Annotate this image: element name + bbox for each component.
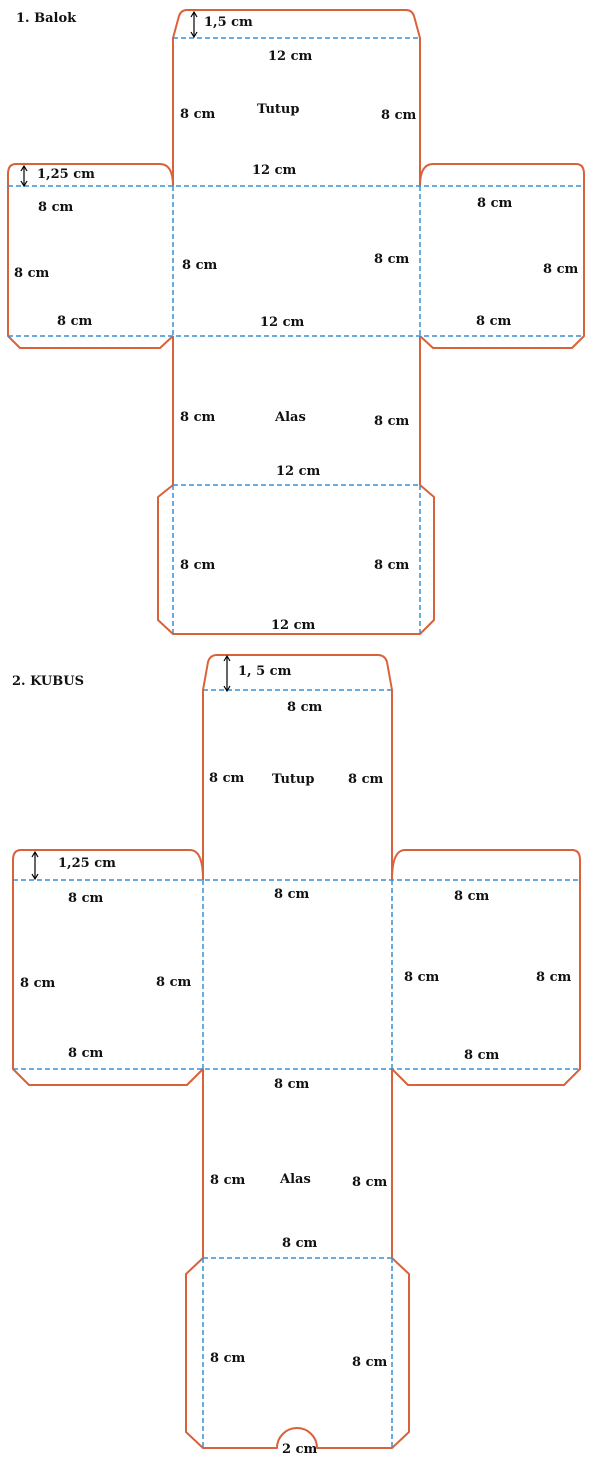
kubus-flap-side-label: 1,25 cm <box>58 856 116 871</box>
balok-right-bottom-width: 8 cm <box>476 314 511 329</box>
balok-cut-lines <box>7 9 585 635</box>
kubus-net: 2. KUBUS 1, 5 cm 8 <box>12 654 581 1457</box>
kubus-back-left-height: 8 cm <box>210 1351 245 1366</box>
kubus-notch-label: 2 cm <box>282 1442 317 1457</box>
kubus-alas-right-height: 8 cm <box>352 1175 387 1190</box>
kubus-left-inner-height: 8 cm <box>156 975 191 990</box>
balok-back-bottom-width: 12 cm <box>271 618 316 633</box>
kubus-flap-top-label: 1, 5 cm <box>238 664 292 679</box>
kubus-alas-label: Alas <box>279 1172 311 1187</box>
balok-top-width-label: 12 cm <box>268 49 313 64</box>
balok-right-top-width: 8 cm <box>477 196 512 211</box>
balok-mid-top-width: 12 cm <box>252 163 297 178</box>
kubus-top-width-label: 8 cm <box>287 700 322 715</box>
kubus-left-bottom-width: 8 cm <box>68 1046 103 1061</box>
kubus-top-left-height: 8 cm <box>209 771 244 786</box>
balok-alas-label: Alas <box>274 410 306 425</box>
kubus-mid-top-width: 8 cm <box>274 887 309 902</box>
kubus-right-inner-height: 8 cm <box>404 970 439 985</box>
kubus-right-bottom-width: 8 cm <box>464 1048 499 1063</box>
kubus-left-height: 8 cm <box>20 976 55 991</box>
balok-center-right-height: 8 cm <box>374 252 409 267</box>
kubus-dimension-arrows <box>31 654 231 881</box>
kubus-left-panel-outline <box>12 849 204 1086</box>
balok-right-height: 8 cm <box>543 262 578 277</box>
kubus-top-outline <box>202 654 393 880</box>
kubus-right-top-width: 8 cm <box>454 889 489 904</box>
kubus-back-panel-outline <box>185 1257 410 1449</box>
balok-tutup-label: Tutup <box>257 102 299 117</box>
balok-left-bottom-width: 8 cm <box>57 314 92 329</box>
kubus-alas-left-height: 8 cm <box>210 1173 245 1188</box>
kubus-mid-bottom-width: 8 cm <box>274 1077 309 1092</box>
kubus-alas-bottom-width: 8 cm <box>282 1236 317 1251</box>
balok-alas-left-height: 8 cm <box>180 410 215 425</box>
balok-left-panel-outline <box>7 163 174 349</box>
balok-center-lower-outline <box>172 336 421 485</box>
balok-mid-bottom-width: 12 cm <box>260 315 305 330</box>
balok-right-panel-outline <box>419 163 585 349</box>
balok-net: 1. Balok <box>7 9 585 635</box>
balok-back-panel-outline <box>157 484 435 635</box>
kubus-cut-lines <box>12 654 581 1449</box>
kubus-heading: 2. KUBUS <box>12 674 84 689</box>
kubus-top-right-height: 8 cm <box>348 772 383 787</box>
balok-alas-right-height: 8 cm <box>374 414 409 429</box>
balok-flap-top-label: 1,5 cm <box>204 15 253 30</box>
balok-heading: 1. Balok <box>16 11 77 26</box>
kubus-back-right-height: 8 cm <box>352 1355 387 1370</box>
balok-fold-lines <box>8 37 584 634</box>
balok-top-right-height: 8 cm <box>381 108 416 123</box>
balok-back-right-height: 8 cm <box>374 558 409 573</box>
balok-left-height: 8 cm <box>14 266 49 281</box>
kubus-right-panel-outline <box>391 849 581 1086</box>
balok-alas-bottom-width: 12 cm <box>276 464 321 479</box>
balok-center-left-height: 8 cm <box>182 258 217 273</box>
kubus-center-lower-outline <box>202 1069 393 1258</box>
balok-top-left-height: 8 cm <box>180 107 215 122</box>
balok-dimension-arrows <box>20 10 198 188</box>
balok-flap-side-label: 1,25 cm <box>37 167 95 182</box>
balok-top-outline <box>172 9 421 186</box>
kubus-tutup-label: Tutup <box>272 772 314 787</box>
kubus-right-height: 8 cm <box>536 970 571 985</box>
kubus-left-top-width: 8 cm <box>68 891 103 906</box>
balok-back-left-height: 8 cm <box>180 558 215 573</box>
kubus-fold-lines <box>13 689 580 1448</box>
balok-left-top-width: 8 cm <box>38 200 73 215</box>
